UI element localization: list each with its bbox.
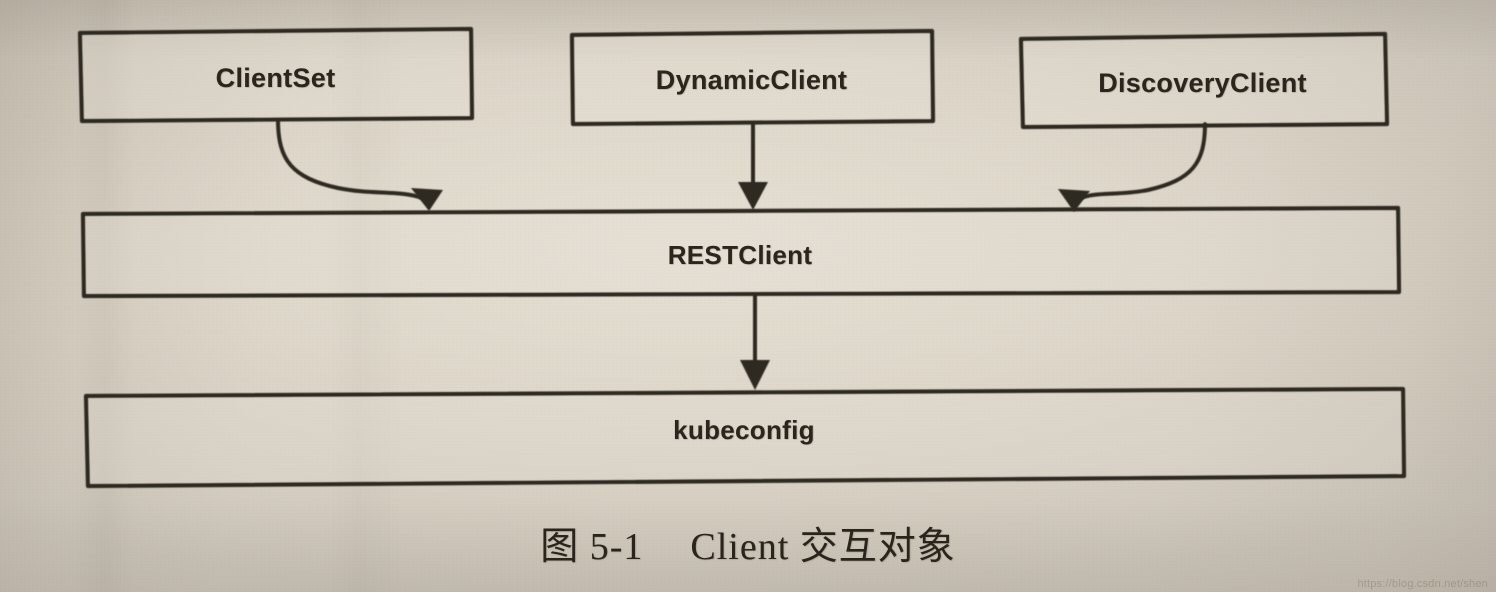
source-watermark: https://blog.csdn.net/shen xyxy=(1357,578,1488,590)
arrowhead-kubeconfig-icon xyxy=(740,360,770,390)
node-box-kubeconfig[interactable] xyxy=(83,386,1407,489)
figure-caption-number: 图 5-1 xyxy=(540,526,644,568)
node-label-clientset: ClientSet xyxy=(215,63,336,93)
figure-caption: 图 5-1 Client 交互对象 xyxy=(0,515,1496,570)
node-label-dynamicclient: DynamicClient xyxy=(655,65,848,95)
node-box-dynamicclient[interactable] xyxy=(569,28,936,127)
edge-discoveryclient-to-restclient xyxy=(1076,122,1207,201)
node-box-clientset[interactable] xyxy=(77,26,475,124)
edge-clientset-to-restclient xyxy=(276,118,424,200)
arrowhead-discoveryclient-icon xyxy=(1058,189,1090,212)
node-box-discoveryclient[interactable] xyxy=(1018,31,1390,130)
figure-caption-title: Client 交互对象 xyxy=(690,526,956,568)
arrowhead-dynamicclient-icon xyxy=(738,182,768,210)
node-label-kubeconfig: kubeconfig xyxy=(673,415,815,445)
node-label-discoveryclient: DiscoveryClient xyxy=(1098,68,1307,98)
arrowhead-clientset-icon xyxy=(411,188,443,211)
node-box-restclient[interactable] xyxy=(80,205,1402,299)
node-label-restclient: RESTClient xyxy=(667,240,813,270)
